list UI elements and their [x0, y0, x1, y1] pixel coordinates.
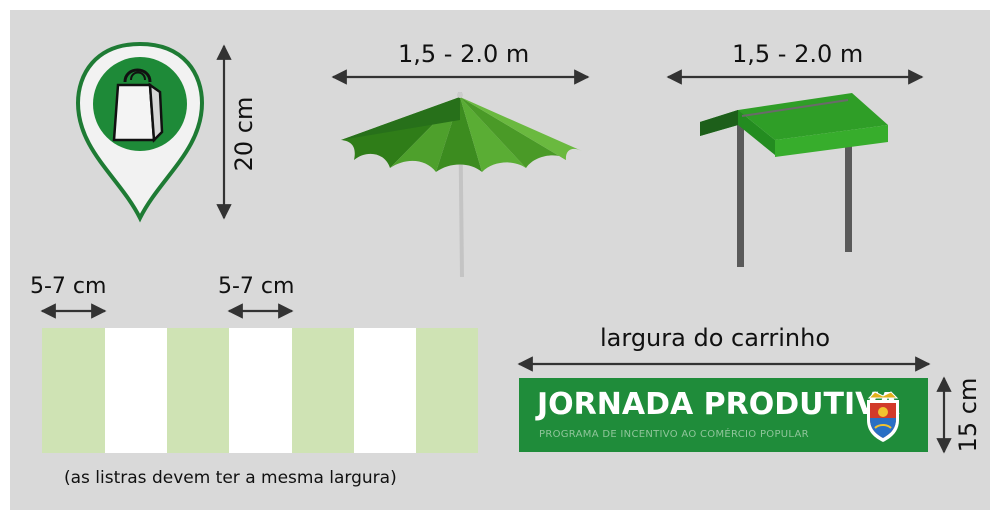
stripe-green	[167, 328, 229, 453]
awning-illustration	[700, 93, 888, 267]
banner-width-label: largura do carrinho	[600, 324, 831, 352]
stripe-green	[416, 328, 478, 453]
jornada-banner: JORNADA PRODUTIVA PROGRAMA DE INCENTIVO …	[519, 378, 928, 452]
shopping-bag-icon	[112, 68, 164, 143]
awning-width-label: 1,5 - 2.0 m	[732, 40, 864, 68]
coat-of-arms-icon	[867, 391, 899, 442]
stripe-white	[354, 328, 416, 453]
stripe-white	[105, 328, 167, 453]
umbrella-width-label: 1,5 - 2.0 m	[398, 40, 530, 68]
stripe-white	[229, 328, 292, 453]
pin-height-label: 20 cm	[230, 96, 258, 172]
umbrella-illustration	[341, 91, 582, 278]
banner-title: JORNADA PRODUTIVA	[537, 387, 900, 422]
stripe-green	[292, 328, 354, 453]
stripe-width-label-1: 5-7 cm	[30, 274, 107, 299]
stripe-width-label-2: 5-7 cm	[218, 274, 295, 299]
stripe-note: (as listras devem ter a mesma largura)	[64, 468, 397, 488]
banner-subtitle: PROGRAMA DE INCENTIVO AO COMÉRCIO POPULA…	[539, 429, 809, 440]
banner-height-label: 15 cm	[954, 377, 982, 453]
stripe-green	[42, 328, 105, 453]
